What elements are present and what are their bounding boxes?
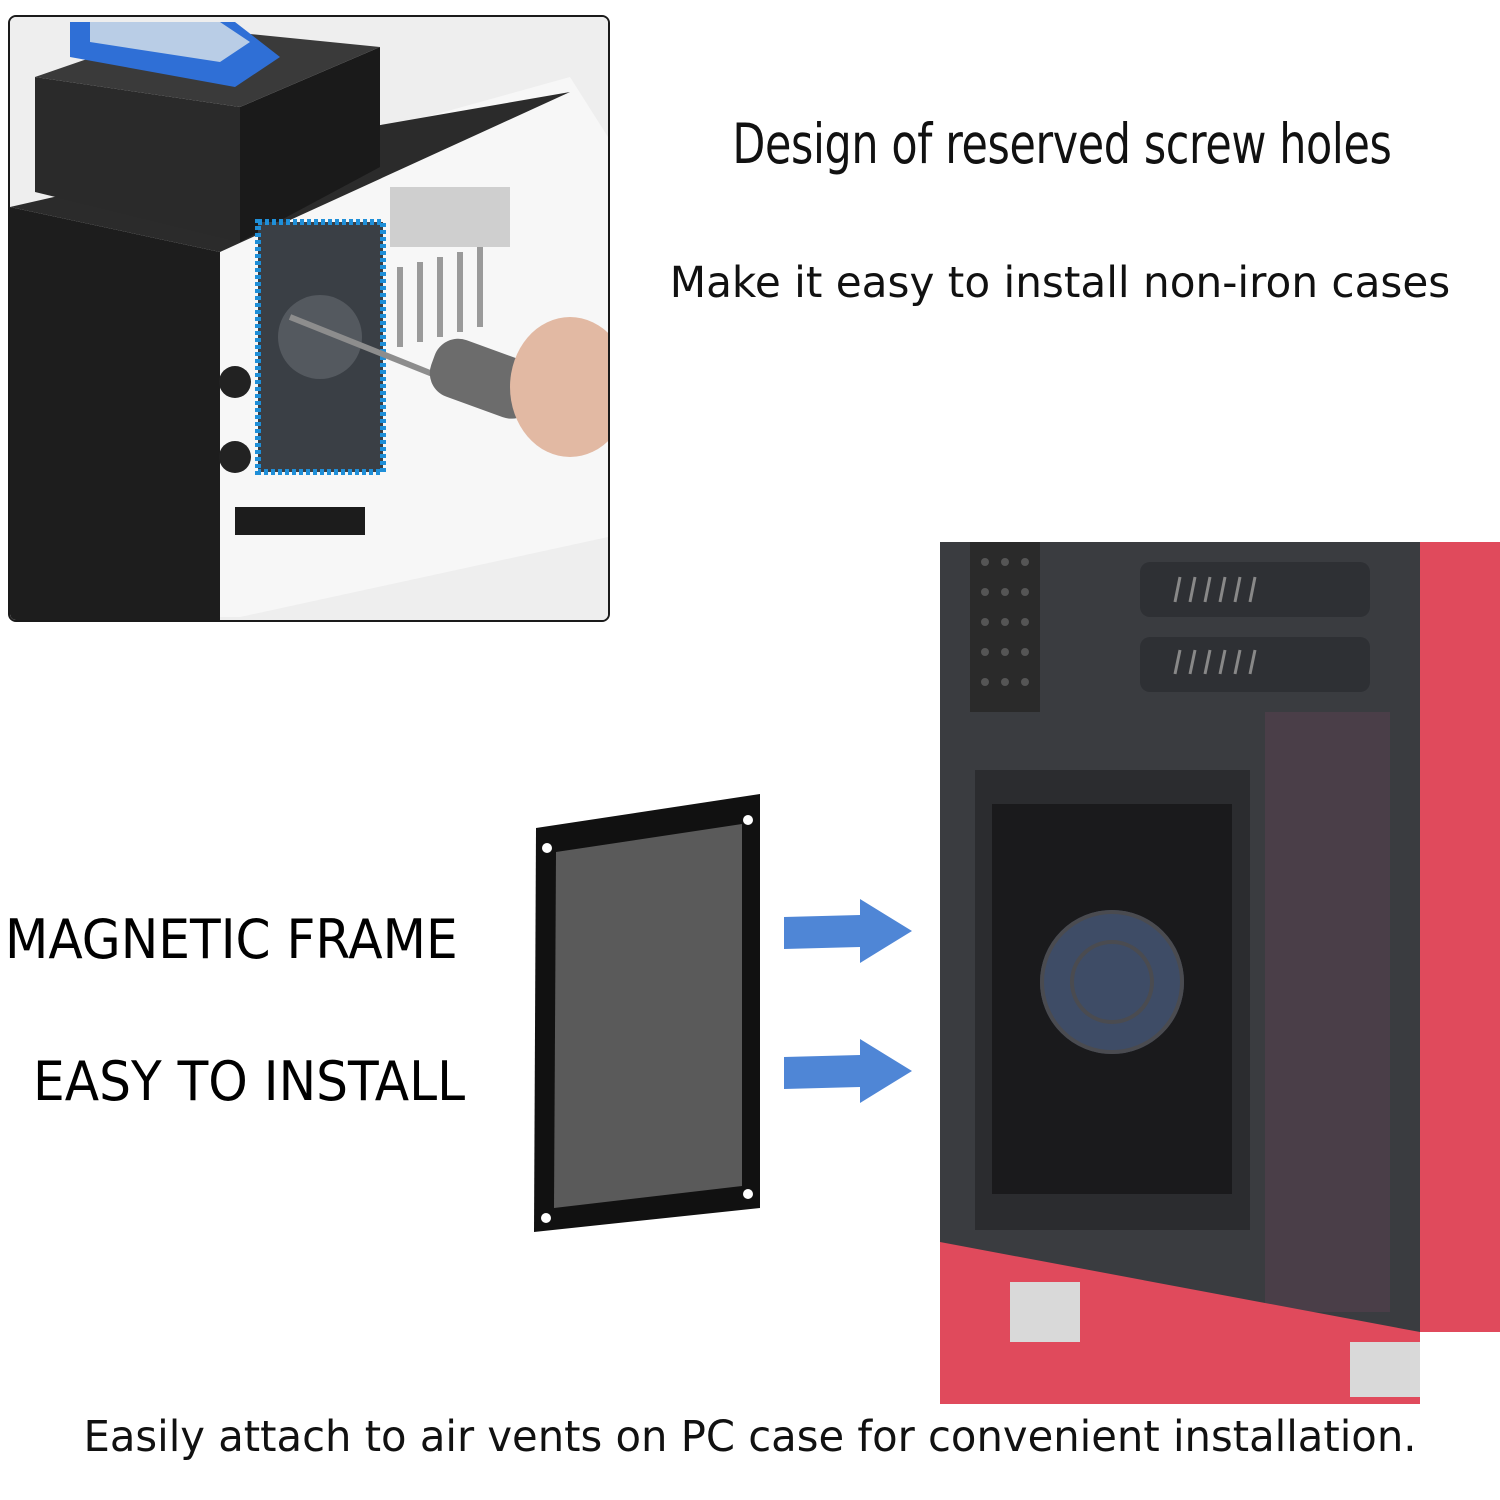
heading-subtitle: Make it easy to install non-iron cases [669,258,1451,308]
pc-case-image [940,542,1500,1404]
arrow-right-icon [784,899,912,963]
label-easy-to-install: EASY TO INSTALL [33,1050,466,1113]
label-magnetic-frame: MAGNETIC FRAME [5,908,458,971]
heading-title: Design of reserved screw holes [732,112,1392,176]
filter-mesh [554,824,742,1208]
installation-photo [8,15,610,622]
magnetic-filter-image [534,794,760,1232]
installation-photo-illustration [10,17,608,620]
caption: Easily attach to air vents on PC case fo… [83,1412,1417,1462]
arrow-right-icon [784,1039,912,1103]
